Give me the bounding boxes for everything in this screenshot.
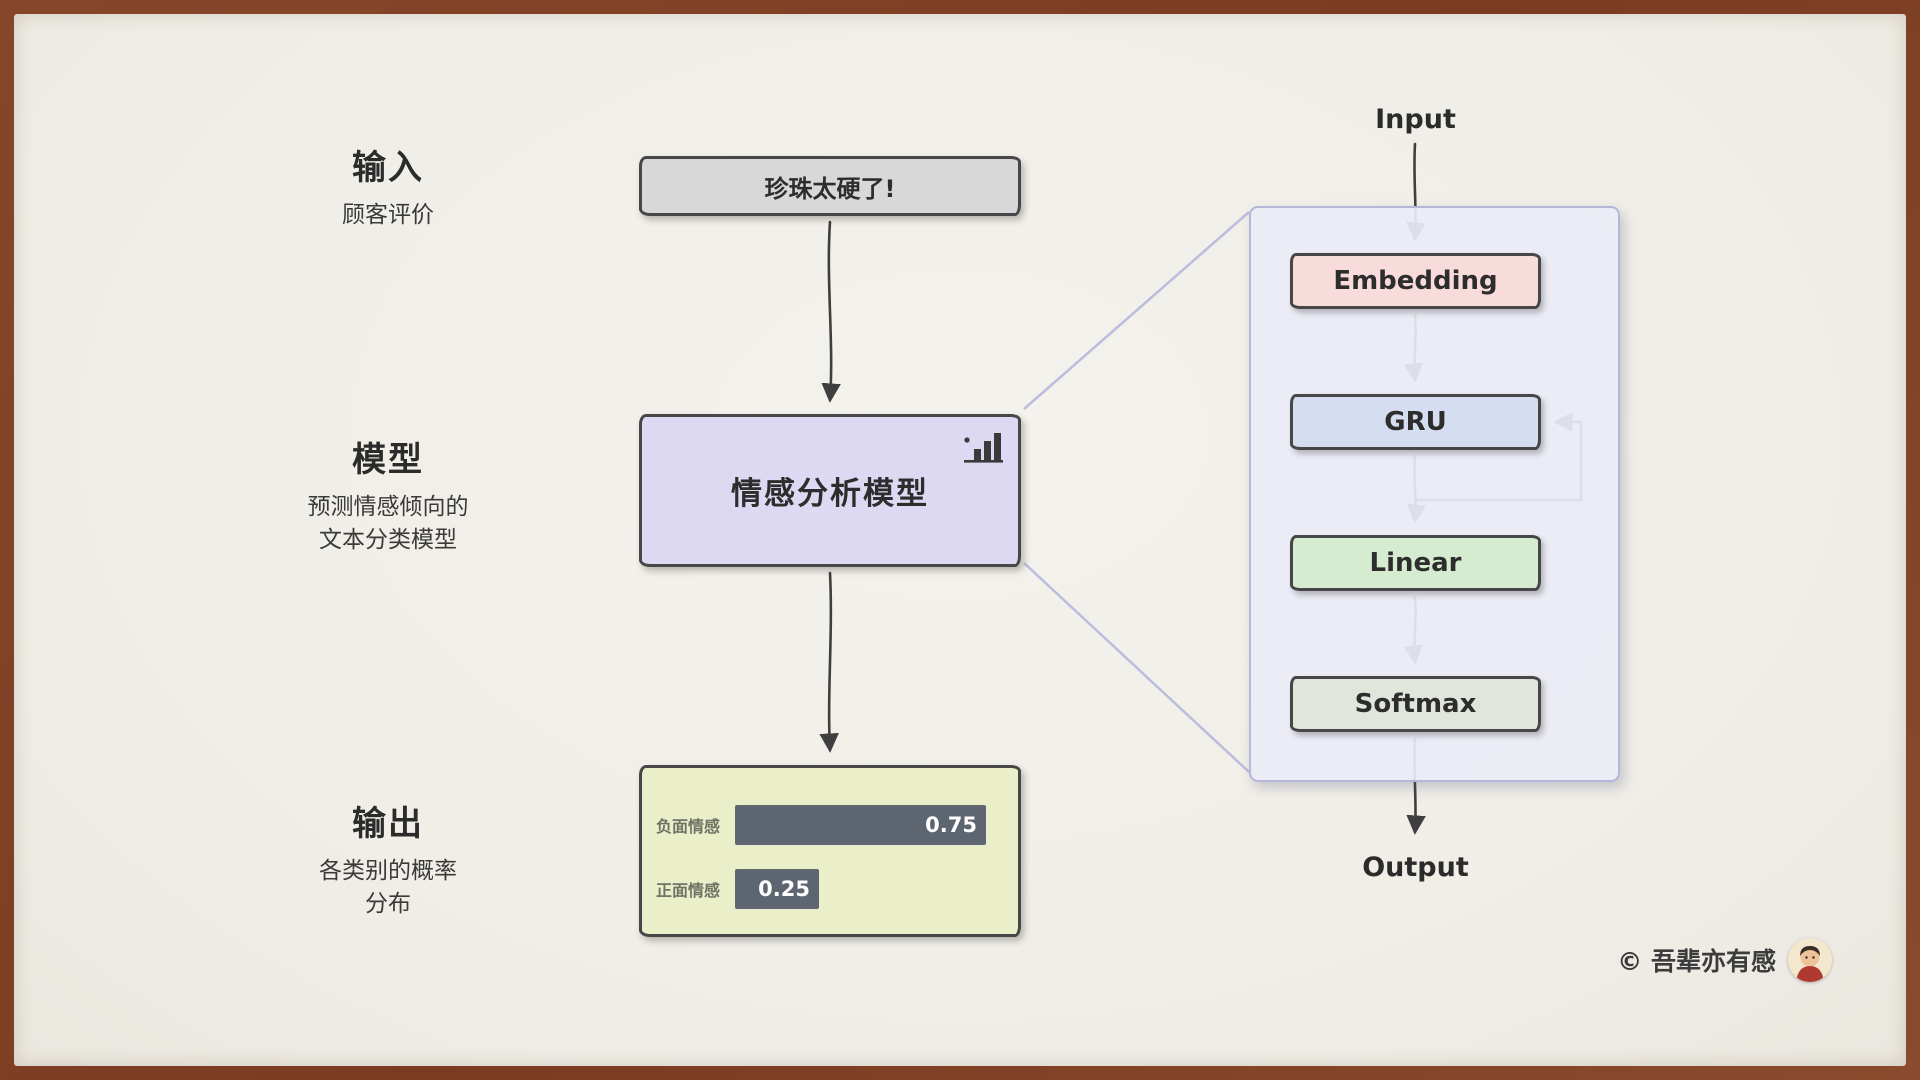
bar-chart-icon bbox=[964, 433, 1003, 463]
layer-softmax: Softmax bbox=[1290, 676, 1541, 732]
detail-output-label: Output bbox=[1362, 852, 1469, 883]
avatar bbox=[1788, 938, 1832, 982]
layer-embedding-label: Embedding bbox=[1333, 266, 1498, 296]
layer-softmax-label: Softmax bbox=[1354, 689, 1477, 719]
output-row-subtitle-line1: 各类别的概率 bbox=[319, 858, 457, 884]
output-row-title: 输出 bbox=[352, 804, 424, 844]
arrow-input-to-model bbox=[821, 220, 841, 403]
model-row-subtitle-line1: 预测情感倾向的 bbox=[307, 494, 469, 520]
credit-footer: © 吾辈亦有感 bbox=[1617, 938, 1832, 982]
negative-bar-value: 0.75 bbox=[925, 813, 977, 837]
detail-input-label: Input bbox=[1375, 104, 1456, 135]
sentiment-model-label: 情感分析模型 bbox=[731, 476, 929, 512]
customer-review-text: 珍珠太硬了! bbox=[764, 174, 896, 203]
zoom-connector-lines bbox=[1023, 211, 1250, 773]
bar-row-positive: 正面情感 0.25 bbox=[642, 869, 819, 909]
bar-row-negative: 负面情感 0.75 bbox=[642, 805, 986, 845]
output-row-subtitle: 各类别的概率 分布 bbox=[228, 855, 548, 922]
probability-chart-box: 负面情感 0.75 正面情感 0.25 bbox=[639, 765, 1021, 937]
row-label-output: 输出 各类别的概率 分布 bbox=[228, 796, 548, 922]
positive-bar-label: 正面情感 bbox=[656, 881, 721, 900]
layer-linear-label: Linear bbox=[1369, 548, 1462, 578]
model-row-subtitle: 预测情感倾向的 文本分类模型 bbox=[228, 491, 548, 558]
model-row-subtitle-line2: 文本分类模型 bbox=[319, 527, 457, 554]
layer-gru-label: GRU bbox=[1384, 407, 1447, 437]
customer-review-box: 珍珠太硬了! bbox=[639, 156, 1021, 216]
credit-text: © 吾辈亦有感 bbox=[1617, 947, 1776, 976]
model-row-title: 模型 bbox=[352, 440, 424, 480]
layer-gru: GRU bbox=[1290, 394, 1541, 450]
input-row-title: 输入 bbox=[352, 148, 424, 188]
positive-bar: 0.25 bbox=[735, 869, 819, 909]
positive-bar-value: 0.25 bbox=[758, 877, 810, 901]
arrow-model-to-output bbox=[819, 571, 839, 753]
avatar-face-icon bbox=[1788, 938, 1832, 982]
sentiment-model-box: 情感分析模型 bbox=[639, 414, 1021, 567]
layer-linear: Linear bbox=[1290, 535, 1541, 591]
layer-embedding: Embedding bbox=[1290, 253, 1541, 309]
row-label-input: 输入 顾客评价 bbox=[228, 140, 548, 232]
negative-bar: 0.75 bbox=[735, 805, 986, 845]
output-row-subtitle-line2: 分布 bbox=[365, 891, 411, 918]
input-row-subtitle: 顾客评价 bbox=[342, 202, 434, 228]
row-label-model: 模型 预测情感倾向的 文本分类模型 bbox=[228, 432, 548, 558]
negative-bar-label: 负面情感 bbox=[656, 817, 721, 836]
